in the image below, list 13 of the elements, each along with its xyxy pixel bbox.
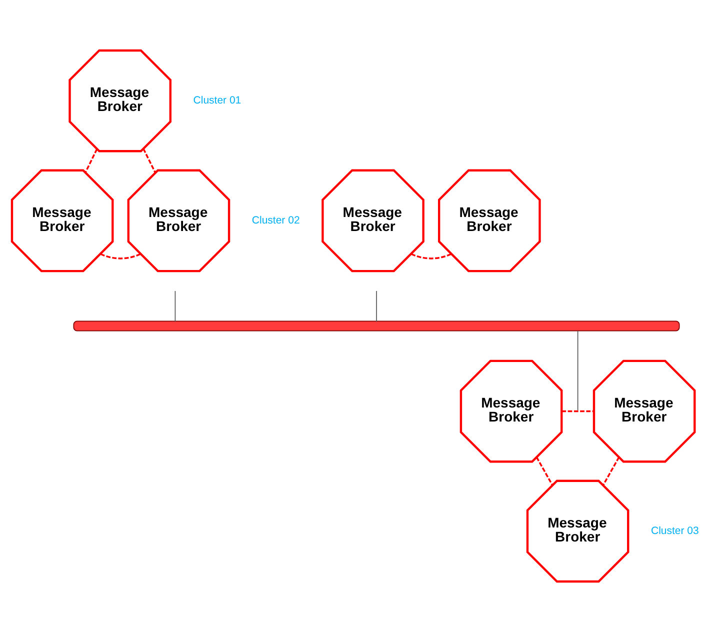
connector (84, 148, 98, 172)
label: Cluster 02 (252, 214, 300, 226)
connector (562, 410, 594, 412)
connector (577, 330, 578, 410)
label: Cluster 01 (193, 94, 242, 106)
connector (174, 290, 176, 322)
label: Cluster 03 (651, 524, 699, 536)
connector (142, 148, 156, 172)
connector (536, 456, 554, 485)
connector (410, 252, 452, 259)
connector (602, 456, 620, 485)
connector (376, 290, 377, 322)
connector (100, 252, 141, 259)
